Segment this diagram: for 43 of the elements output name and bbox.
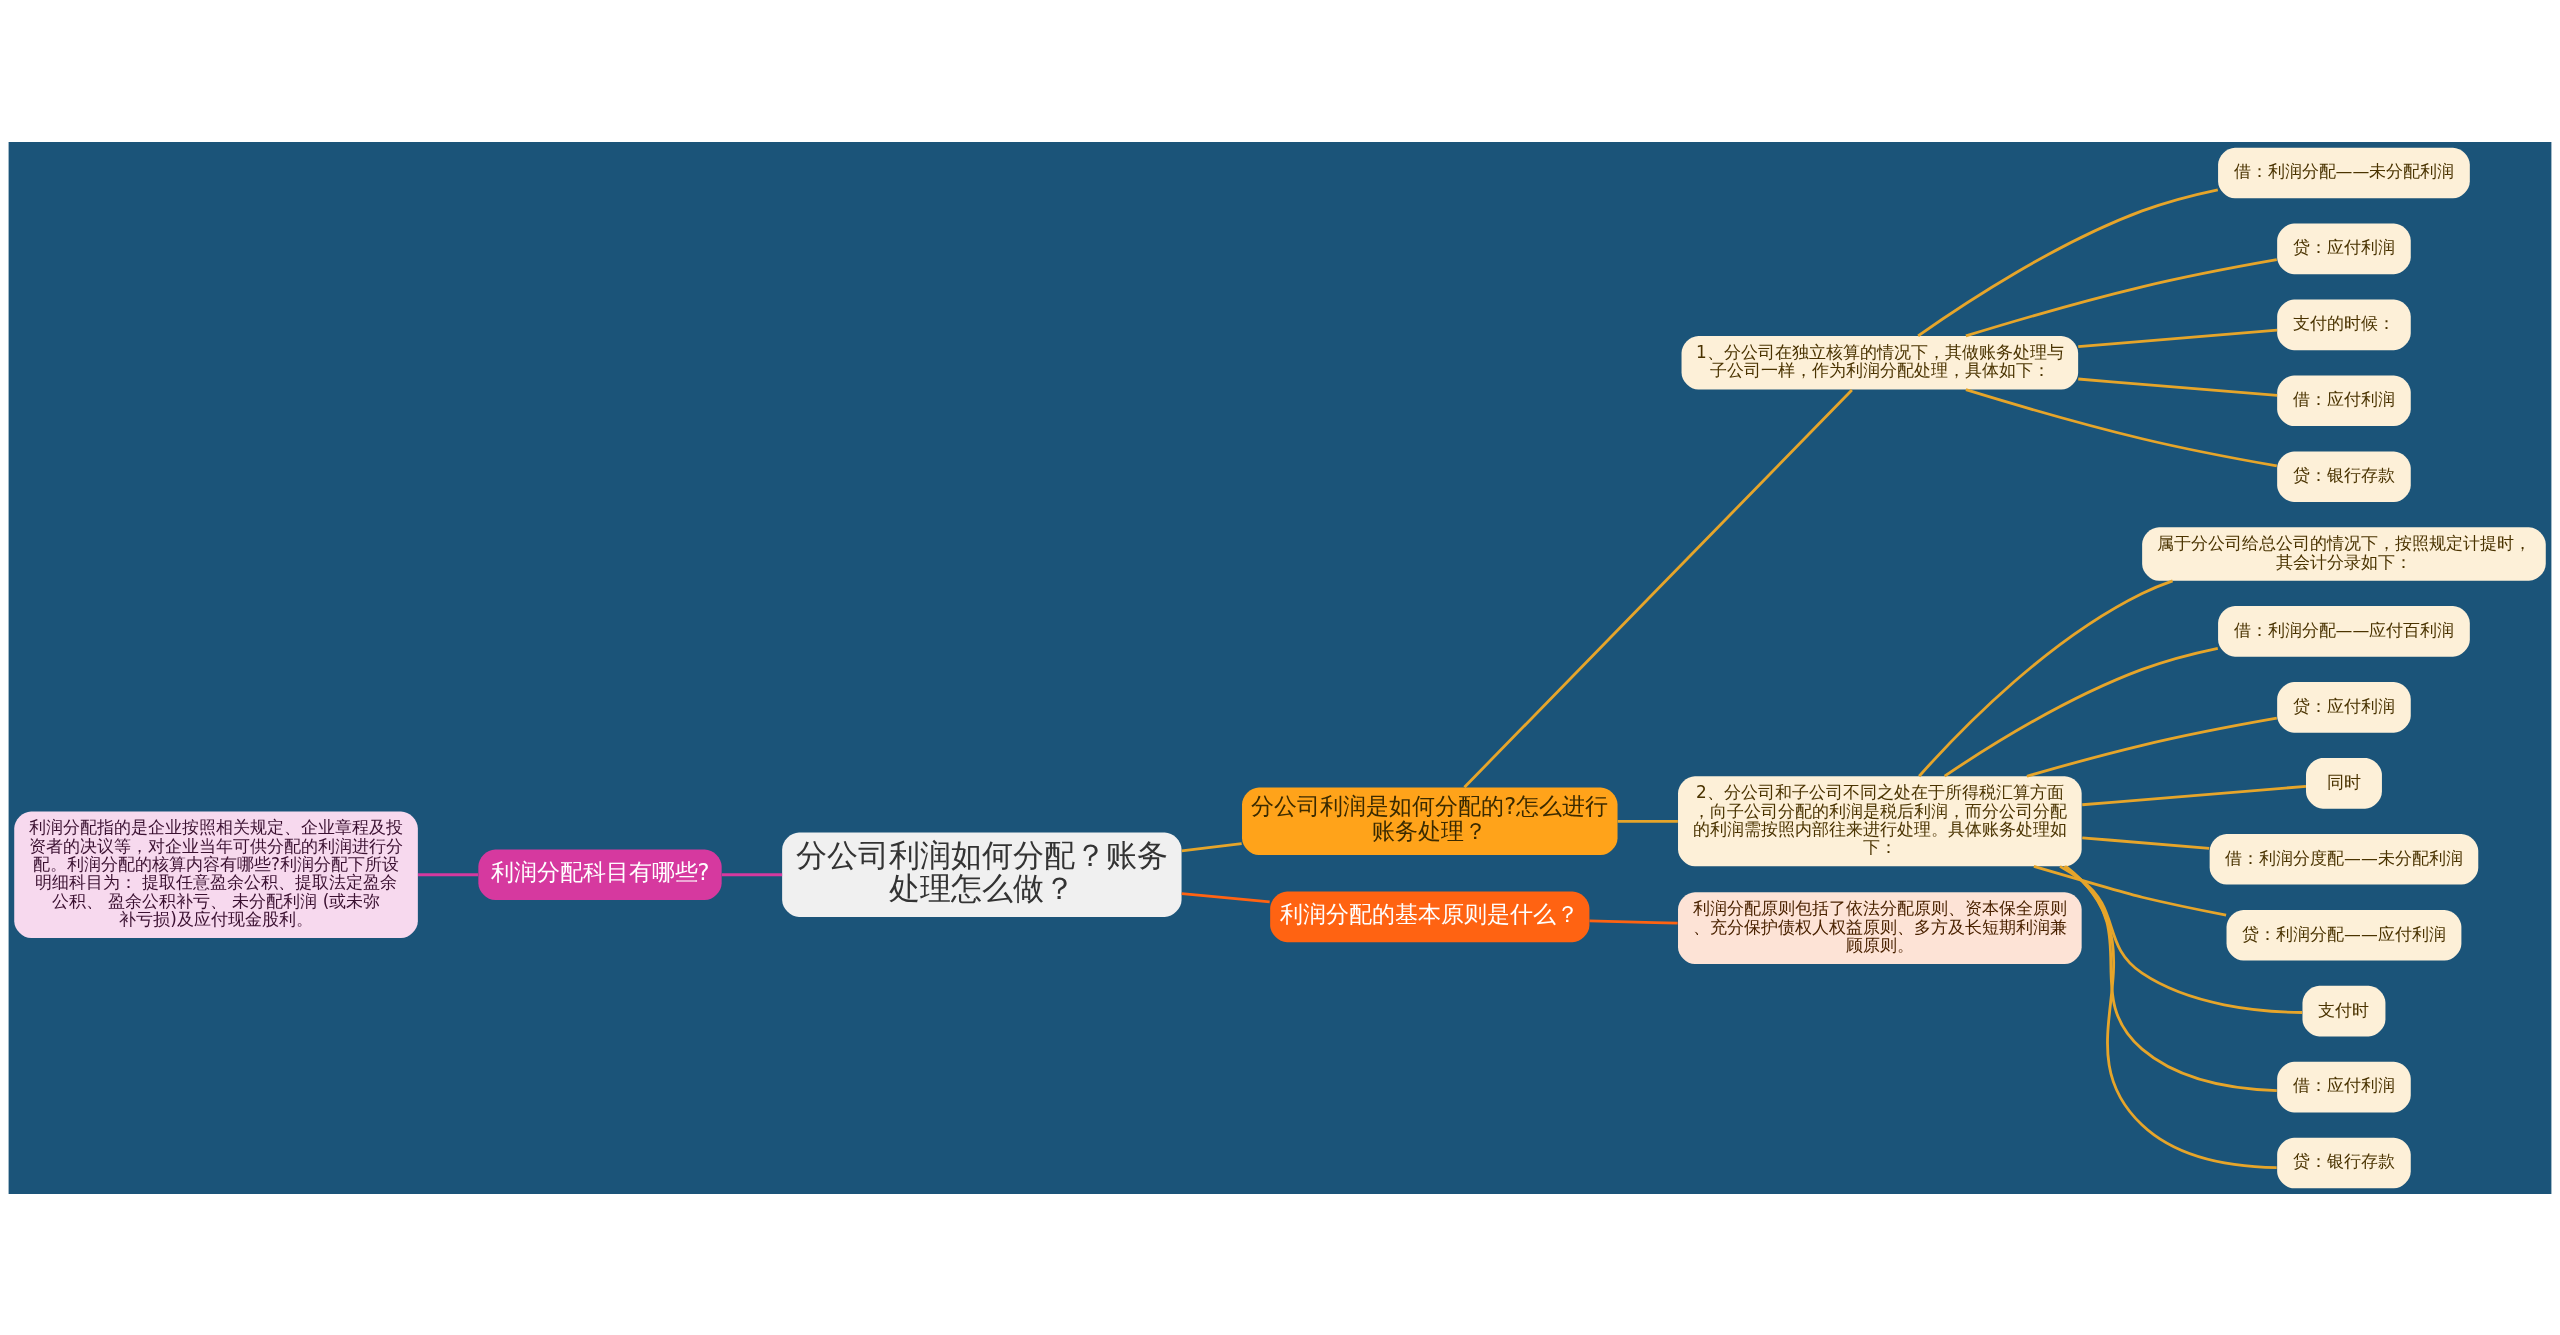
connector <box>721 872 783 876</box>
connector <box>2082 784 2307 806</box>
connector <box>1965 257 2277 337</box>
node-box: 利润分配的基本原则是什么？ <box>1270 891 1590 942</box>
node-box: 贷：应付利润 <box>2277 681 2411 733</box>
node-box: 利润分配科目有哪些? <box>478 848 722 900</box>
connector <box>2064 864 2277 1169</box>
connector <box>2078 377 2278 397</box>
connector <box>2078 328 2278 348</box>
node-box: 贷：利润分配——应付利润 <box>2226 909 2462 961</box>
connector <box>1917 187 2219 337</box>
node-box: 借：应付利润 <box>2277 374 2411 426</box>
connector <box>1181 891 1270 903</box>
connector <box>2026 716 2277 778</box>
connector <box>1918 579 2174 777</box>
node-box: 贷：应付利润 <box>2277 223 2411 274</box>
connector <box>1617 819 1678 823</box>
connector <box>1943 646 2219 777</box>
node-box: 利润分配指的是企业按照相关规定、企业章程及投资者的决议等，对企业当年可供分配的利润进行分配。利润分配的核算内容有哪些?利润分配下所设明细科目为： 提取任意盈余公积、提取法定盈余公积、 盈余公积补亏、 未分配利润 (或未弥补亏损)及应付现金股利。 <box>14 810 418 938</box>
connector <box>1181 841 1242 852</box>
node-box: 贷：银行存款 <box>2277 1137 2411 1188</box>
node-box: 分公司利润如何分配？账务处理怎么做？ <box>782 832 1182 917</box>
node-box: 借：利润分度配——未分配利润 <box>2209 833 2479 885</box>
connector <box>2082 835 2210 850</box>
connector <box>1965 387 2277 467</box>
node-box: 分公司利润是如何分配的?怎么进行账务处理？ <box>1242 787 1618 855</box>
connector <box>2063 864 2277 1092</box>
connector <box>2059 864 2303 1014</box>
node-box: 借：利润分配——应付百利润 <box>2218 605 2470 657</box>
node-box: 2、分公司和子公司不同之处在于所得税汇算方面，向子公司分配的利润是税后利润，而分公司分配的利润需按照内部往来进行处理。具体账务处理如下： <box>1678 775 2082 866</box>
connector <box>418 872 478 876</box>
node-box: 1、分公司在独立核算的情况下，其做账务处理与子公司一样，作为利润分配处理，具体如下： <box>1681 335 2079 390</box>
node-box: 同时 <box>2306 757 2382 809</box>
node-box: 借：应付利润 <box>2277 1061 2411 1112</box>
connector <box>1589 919 1678 925</box>
connector <box>2033 864 2227 916</box>
node-box: 借：利润分配——未分配利润 <box>2218 147 2470 198</box>
node-box: 支付的时候： <box>2277 299 2411 350</box>
connector <box>1463 388 1853 788</box>
node-box: 利润分配原则包括了依法分配原则、资本保全原则、充分保护债权人权益原则、多方及长短期利润兼顾原则。 <box>1678 891 2082 964</box>
node-box: 贷：银行存款 <box>2277 450 2411 502</box>
node-box: 支付时 <box>2302 985 2386 1036</box>
node-box: 属于分公司给总公司的情况下，按照规定计提时，其会计分录如下： <box>2142 526 2546 581</box>
